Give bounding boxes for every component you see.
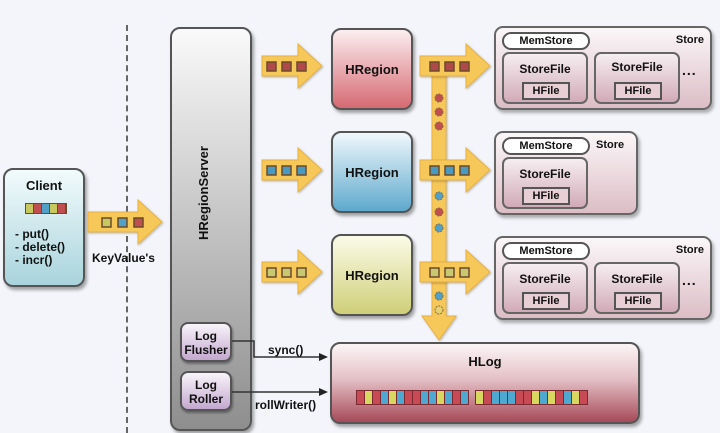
hregion-1: HRegion [331, 28, 413, 110]
keyvalue-mark [266, 165, 277, 176]
client-title: Client [25, 178, 63, 193]
keyvalue-mark [281, 165, 292, 176]
keyvalue-mark [266, 61, 277, 72]
client-methods: - put() - delete() - incr() [15, 227, 66, 267]
log-entry-mark [434, 207, 444, 217]
hlog-entries [356, 390, 588, 405]
keyvalue-cell [26, 204, 34, 213]
store-3: MemStore Store StoreFile HFile StoreFile… [494, 236, 712, 320]
keyvalue-mark [296, 267, 307, 278]
hlog-entry [460, 390, 469, 405]
hfile-1a: HFile [522, 82, 570, 100]
keyvalue-mark [459, 267, 470, 278]
storefile-3b-label: StoreFile [611, 272, 663, 286]
storefile-1b: StoreFile HFile [594, 52, 680, 104]
memstore-1: MemStore [502, 32, 590, 50]
keyvalue-mark [281, 267, 292, 278]
storefile-3b: StoreFile HFile [594, 262, 680, 314]
memstore-3: MemStore [502, 242, 590, 260]
keyvalue-mark [444, 61, 455, 72]
storefile-3a: StoreFile HFile [502, 262, 588, 314]
storefile-2a: StoreFile HFile [502, 157, 588, 209]
hregion-2: HRegion [331, 131, 413, 213]
store-1-label: Store [675, 34, 704, 46]
log-flusher-box: Log Flusher [180, 322, 232, 362]
sync-connector [232, 340, 328, 361]
region-3-to-store-arrow [419, 248, 491, 296]
sync-call-label: sync() [268, 343, 304, 357]
store-1: MemStore Store StoreFile HFile StoreFile… [494, 26, 712, 110]
hlog-box: HLog [330, 342, 640, 424]
hfile-3a: HFile [522, 292, 570, 310]
client-box: Client - put() - delete() - incr() [3, 168, 85, 287]
log-entry-mark [434, 93, 444, 103]
server-to-region-2-arrow [261, 146, 323, 194]
store-3-label: Store [675, 244, 704, 256]
keyvalue-mark [459, 165, 470, 176]
hregionserver-box [170, 27, 252, 431]
keyvalue-cell [58, 204, 66, 213]
log-entry-mark [434, 121, 444, 131]
keyvalue-mark [444, 165, 455, 176]
hregion-3-label: HRegion [345, 267, 399, 283]
log-roller-box: Log Roller [180, 371, 232, 411]
keyvalue-mark [444, 267, 455, 278]
server-to-region-1-arrow [261, 42, 323, 90]
server-to-region-3-arrow [261, 248, 323, 296]
keyvalue-mark [266, 267, 277, 278]
storefile-1a-label: StoreFile [519, 62, 571, 76]
keyvalue-mark [296, 61, 307, 72]
storefile-2a-label: StoreFile [519, 167, 571, 181]
more-storefiles-3: ... [682, 272, 697, 288]
rollwriter-call-label: rollWriter() [255, 398, 317, 412]
keyvalue-cell [50, 204, 58, 213]
store-2: MemStore Store StoreFile HFile [494, 131, 638, 215]
keyvalue-mark [281, 61, 292, 72]
storefile-3a-label: StoreFile [519, 272, 571, 286]
keyvalue-mark [133, 217, 144, 228]
keyvalue-mark [429, 61, 440, 72]
client-keyvalue-strip [25, 203, 67, 214]
hregion-3: HRegion [331, 234, 413, 316]
keyvalue-mark [429, 165, 440, 176]
log-entry-mark [434, 223, 444, 233]
more-storefiles-1: ... [682, 62, 697, 78]
rollwriter-connector [232, 388, 328, 396]
keyvalue-mark [296, 165, 307, 176]
hfile-3b: HFile [614, 292, 662, 310]
log-entry-mark [434, 191, 444, 201]
log-entry-mark [434, 291, 444, 301]
hregion-1-label: HRegion [345, 61, 399, 77]
storefile-1a: StoreFile HFile [502, 52, 588, 104]
hregion-2-label: HRegion [345, 164, 399, 180]
region-1-to-store-arrow [419, 42, 491, 90]
store-2-label: Store [596, 139, 625, 151]
keyvalue-cell [42, 204, 50, 213]
log-entry-mark [434, 305, 444, 315]
log-entry-mark [434, 107, 444, 117]
memstore-2: MemStore [502, 137, 590, 155]
region-2-to-store-arrow [419, 146, 491, 194]
keyvalue-label: KeyValue's [92, 251, 155, 265]
keyvalue-mark [429, 267, 440, 278]
hfile-1b: HFile [614, 82, 662, 100]
keyvalue-mark [117, 217, 128, 228]
hfile-2a: HFile [522, 187, 570, 205]
keyvalue-mark [459, 61, 470, 72]
keyvalue-mark [101, 217, 112, 228]
storefile-1b-label: StoreFile [611, 60, 663, 74]
hlog-title: HLog [468, 354, 502, 369]
keyvalue-cell [34, 204, 42, 213]
hlog-entry [579, 390, 588, 405]
